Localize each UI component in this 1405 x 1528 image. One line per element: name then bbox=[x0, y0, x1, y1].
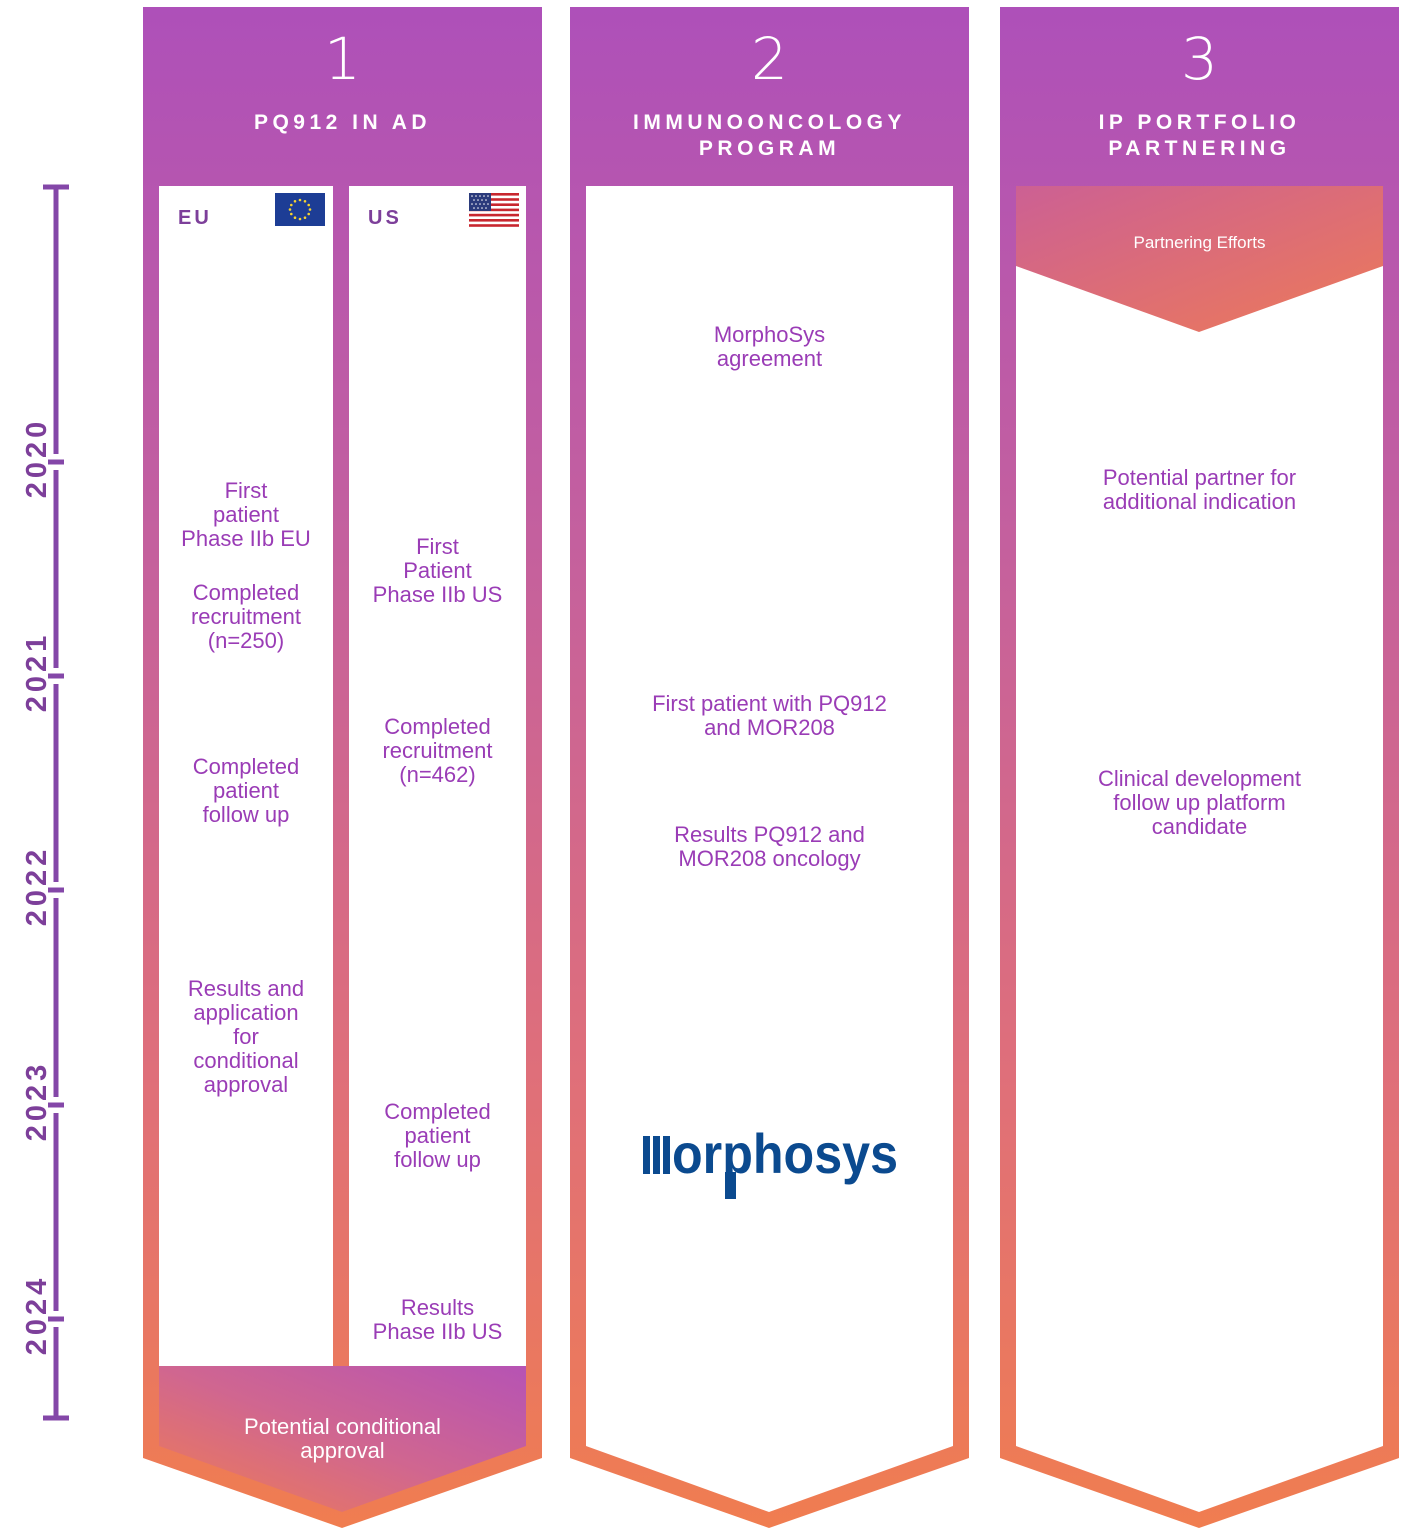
eu-milestone-results: Results and application for conditional … bbox=[187, 976, 305, 1097]
us-flag-icon bbox=[469, 193, 519, 227]
column-3-banner-shape bbox=[1016, 186, 1383, 332]
us-label: US bbox=[368, 207, 402, 229]
us-milestone-follow-up: Completed patient follow up bbox=[384, 1099, 491, 1172]
column-3-number: 3 bbox=[1181, 25, 1218, 93]
column-2-title: IMMUNOONCOLOGY PROGRAM bbox=[633, 111, 906, 160]
eu-label: EU bbox=[178, 207, 212, 229]
column-1-us-panel bbox=[349, 186, 526, 1366]
io-milestone-results: Results PQ912 and MOR208 oncology bbox=[674, 822, 865, 871]
eu-flag-icon bbox=[275, 193, 325, 226]
partnering-efforts-banner: Partnering Efforts bbox=[1133, 233, 1266, 252]
us-milestone-first-patient: First Patient Phase IIb US bbox=[372, 534, 503, 607]
eu-milestone-follow-up: Completed patient follow up bbox=[192, 754, 300, 827]
ip-milestone-clinical-development: Clinical development follow up platform … bbox=[1098, 766, 1301, 839]
year-label-2022: 2022 bbox=[21, 845, 53, 927]
morphosys-logo-mark: orphosys bbox=[643, 1122, 898, 1199]
year-label-2024: 2024 bbox=[21, 1274, 53, 1356]
io-milestone-agreement: MorphoSys agreement bbox=[713, 322, 826, 371]
year-label-2021: 2021 bbox=[21, 631, 53, 713]
io-milestone-first-patient: First patient with PQ912 and MOR208 bbox=[652, 691, 887, 740]
column-2-panel bbox=[586, 186, 953, 1512]
column-1-eu-panel bbox=[159, 186, 333, 1366]
ip-milestone-partner: Potential partner for additional indicat… bbox=[1102, 465, 1297, 514]
morphosys-logo: orphosys bbox=[586, 1122, 953, 1202]
column-1-footer: Potential conditional approval bbox=[244, 1414, 441, 1463]
column-1-title: PQ912 IN AD bbox=[253, 111, 432, 134]
column-1-footer-shape bbox=[159, 1366, 526, 1512]
year-label-2020: 2020 bbox=[21, 417, 53, 499]
eu-milestone-first-patient: First patient Phase IIb EU bbox=[181, 478, 311, 551]
timeline-axis bbox=[43, 184, 69, 1421]
us-milestone-recruitment: Completed recruitment (n=462) bbox=[382, 714, 493, 787]
year-label-2023: 2023 bbox=[21, 1060, 53, 1142]
column-3-panel bbox=[1016, 186, 1383, 1512]
eu-milestone-recruitment: Completed recruitment (n=250) bbox=[190, 580, 302, 653]
column-2-number: 2 bbox=[751, 25, 788, 93]
morphosys-logo-text: orphosys bbox=[672, 1122, 898, 1185]
column-1-number: 1 bbox=[324, 25, 361, 93]
us-milestone-results: Results Phase IIb US bbox=[372, 1295, 503, 1344]
column-3-title: IP PORTFOLIO PARTNERING bbox=[1098, 111, 1301, 160]
